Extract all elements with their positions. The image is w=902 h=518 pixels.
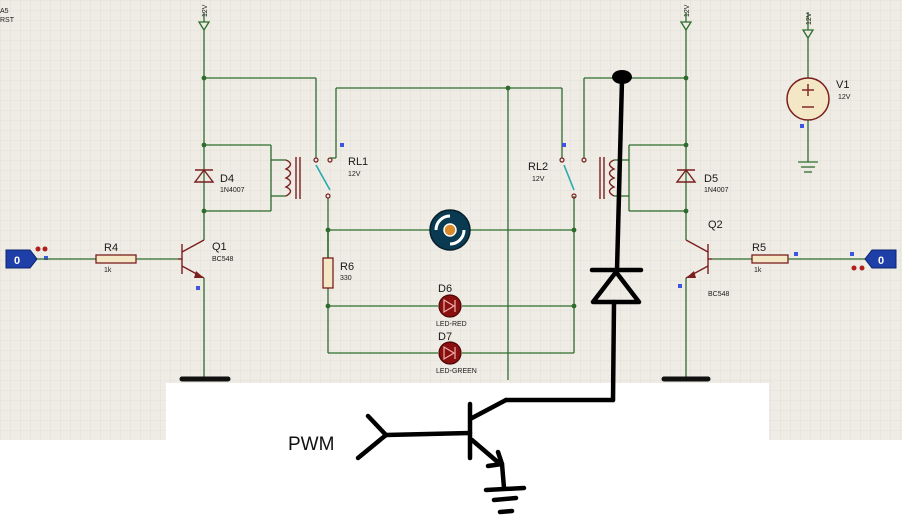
- d7-ref: D7: [438, 331, 452, 343]
- relay-rl2: RL2 12V: [528, 143, 616, 199]
- rl1-ref: RL1: [348, 156, 368, 168]
- v1-value: 12V: [838, 94, 851, 101]
- d5-ref: D5: [704, 173, 718, 185]
- r6-value: 330: [340, 275, 352, 282]
- relay-contact: [563, 164, 575, 191]
- led-icon: [438, 341, 462, 365]
- left-input-terminal[interactable]: 0: [5, 246, 48, 269]
- q2-ref: Q2: [708, 219, 723, 231]
- d5-value: 1N4007: [704, 187, 729, 194]
- r4-ref: R4: [104, 242, 118, 254]
- transistor-q1: Q1 BC548: [178, 239, 234, 290]
- rl1-value: 12V: [348, 171, 361, 178]
- r6-ref: R6: [340, 261, 354, 273]
- ground-icon: [483, 485, 527, 493]
- hand-drawn-node: [612, 70, 632, 84]
- rl2-value: 12V: [532, 176, 545, 183]
- r5-value: 1k: [754, 267, 762, 274]
- pin-marker: [562, 143, 566, 147]
- led-d6: D6 LED-RED: [436, 283, 467, 328]
- transistor-q2: Q2 BC548: [678, 219, 730, 298]
- power-arrow-icon: [679, 21, 693, 32]
- diode-d5: D5 1N4007: [675, 168, 729, 194]
- relay-contact: [315, 164, 331, 191]
- right-terminal-value: 0: [878, 255, 884, 267]
- r5-ref: R5: [752, 242, 766, 254]
- power-arrow-icon: [197, 21, 211, 32]
- resistor-r6: R6 330: [322, 230, 354, 289]
- left-supply-terminal: 12V: [197, 4, 211, 32]
- rl2-ref: RL2: [528, 161, 548, 173]
- relay-coil-icon: [284, 159, 292, 197]
- right-supply-label: 12V: [684, 4, 691, 17]
- relay-rl1: RL1 12V: [284, 143, 368, 199]
- v1-ref: V1: [836, 79, 849, 91]
- fragment-a5: A5: [0, 8, 9, 15]
- d6-ref: D6: [438, 283, 452, 295]
- d4-ref: D4: [220, 173, 234, 185]
- power-arrow-icon: [801, 29, 815, 40]
- pin-marker: [340, 143, 344, 147]
- q1-ref: Q1: [212, 241, 227, 253]
- fragment-rst: RST: [0, 17, 15, 24]
- d4-value: 1N4007: [220, 187, 245, 194]
- diode-d4: D4 1N4007: [193, 168, 245, 194]
- d6-value: LED-RED: [436, 321, 467, 328]
- left-terminal-value: 0: [14, 255, 20, 267]
- resistor-r4: R4 1k: [95, 242, 137, 274]
- left-stage: 12V D4 1N4007: [5, 4, 368, 421]
- left-supply-label: 12V: [202, 4, 209, 17]
- pwm-label: PWM: [288, 434, 334, 455]
- q1-value: BC548: [212, 256, 234, 263]
- r4-value: 1k: [104, 267, 112, 274]
- voltage-source-v1: 12V V1 12V: [786, 12, 851, 173]
- right-input-terminal[interactable]: 0: [850, 249, 897, 271]
- right-supply-terminal: 12V: [679, 4, 693, 32]
- q2-value: BC548: [708, 291, 730, 298]
- npn-transistor-icon: [686, 271, 696, 278]
- diode-icon: [675, 168, 697, 183]
- led-d7: D7 LED-GREEN: [436, 331, 477, 375]
- source-supply-label: 12V: [806, 12, 813, 25]
- d7-value: LED-GREEN: [436, 368, 477, 375]
- relay-coil-icon: [608, 159, 616, 197]
- diode-icon: [193, 168, 215, 183]
- whiteout-region: [0, 383, 902, 518]
- led-icon: [438, 294, 462, 318]
- center-network: R6 330 D6 LED-RED D7 LED-GREEN: [322, 85, 577, 380]
- motor: [429, 209, 471, 251]
- npn-transistor-icon: [194, 271, 204, 278]
- hand-drawn-annotation: PWM: [288, 70, 644, 515]
